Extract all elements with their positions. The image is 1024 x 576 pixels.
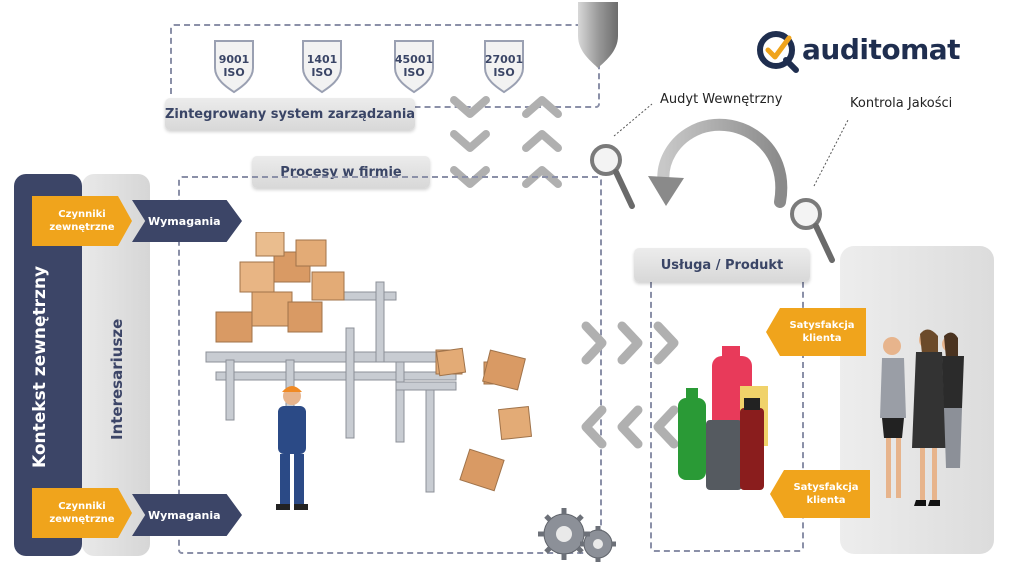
magnifier-icon <box>590 144 635 209</box>
iso-label: ISO <box>403 66 425 79</box>
chevrons-left-icon <box>581 405 679 449</box>
iso-number: 9001 <box>218 53 250 66</box>
customers-illustration <box>880 329 964 506</box>
external-factors-arrow-bottom: Czynniki zewnętrzne <box>32 488 132 538</box>
service-product-label: Usługa / Produkt <box>634 248 810 282</box>
customer-satisfaction-arrow-bottom: Satysfakcja klienta <box>770 470 870 518</box>
iso-number: 45001 <box>394 53 434 66</box>
iso-badge-9001: 9001 ISO <box>212 38 256 94</box>
iso-badge-27001: 27001 ISO <box>482 38 526 94</box>
products-illustration <box>678 346 768 490</box>
external-factors-label: Czynniki zewnętrzne <box>49 501 115 525</box>
gears-icon <box>538 508 616 562</box>
shield-icon <box>578 2 618 68</box>
iso-badge-45001: 45001 ISO <box>392 38 436 94</box>
processes-area <box>178 176 602 554</box>
logo-text: auditomat <box>802 33 961 66</box>
requirements-label: Wymagania <box>148 214 221 228</box>
falling-boxes-illustration <box>435 347 533 492</box>
external-context-label: Kontekst zewnętrzny <box>30 265 50 468</box>
iso-badge-1401: 1401 ISO <box>300 38 344 94</box>
stakeholders-label: Interesariusze <box>108 318 126 440</box>
requirements-arrow-top: Wymagania <box>132 200 242 242</box>
requirements-arrow-bottom: Wymagania <box>132 494 242 536</box>
iso-number: 1401 <box>306 53 338 66</box>
customer-satisfaction-label: Satysfakcja klienta <box>789 320 855 344</box>
external-factors-label: Czynniki zewnętrzne <box>49 209 115 233</box>
iso-label: ISO <box>223 66 245 79</box>
customer-satisfaction-arrow-top: Satysfakcja klienta <box>766 308 866 356</box>
quality-control-label: Kontrola Jakości <box>850 96 953 111</box>
processes-label: Procesy w firmie <box>252 156 430 188</box>
customer-satisfaction-label: Satysfakcja klienta <box>793 482 859 506</box>
internal-audit-label: Audyt Wewnętrzny <box>660 92 783 107</box>
audit-cycle-arrow-icon <box>648 118 788 208</box>
integrated-system-label: Zintegrowany system zarządzania <box>165 98 415 130</box>
iso-number: 27001 <box>484 53 524 66</box>
iso-label: ISO <box>311 66 333 79</box>
callout-lines <box>613 103 849 187</box>
chevrons-down-up-icon <box>450 96 562 188</box>
logo-mark-icon <box>757 31 799 73</box>
magnifier-icon <box>790 198 835 263</box>
chevrons-right-icon <box>581 321 679 365</box>
iso-label: ISO <box>493 66 515 79</box>
auditomat-logo: auditomat <box>756 30 976 76</box>
external-factors-arrow-top: Czynniki zewnętrzne <box>32 196 132 246</box>
requirements-label: Wymagania <box>148 508 221 522</box>
